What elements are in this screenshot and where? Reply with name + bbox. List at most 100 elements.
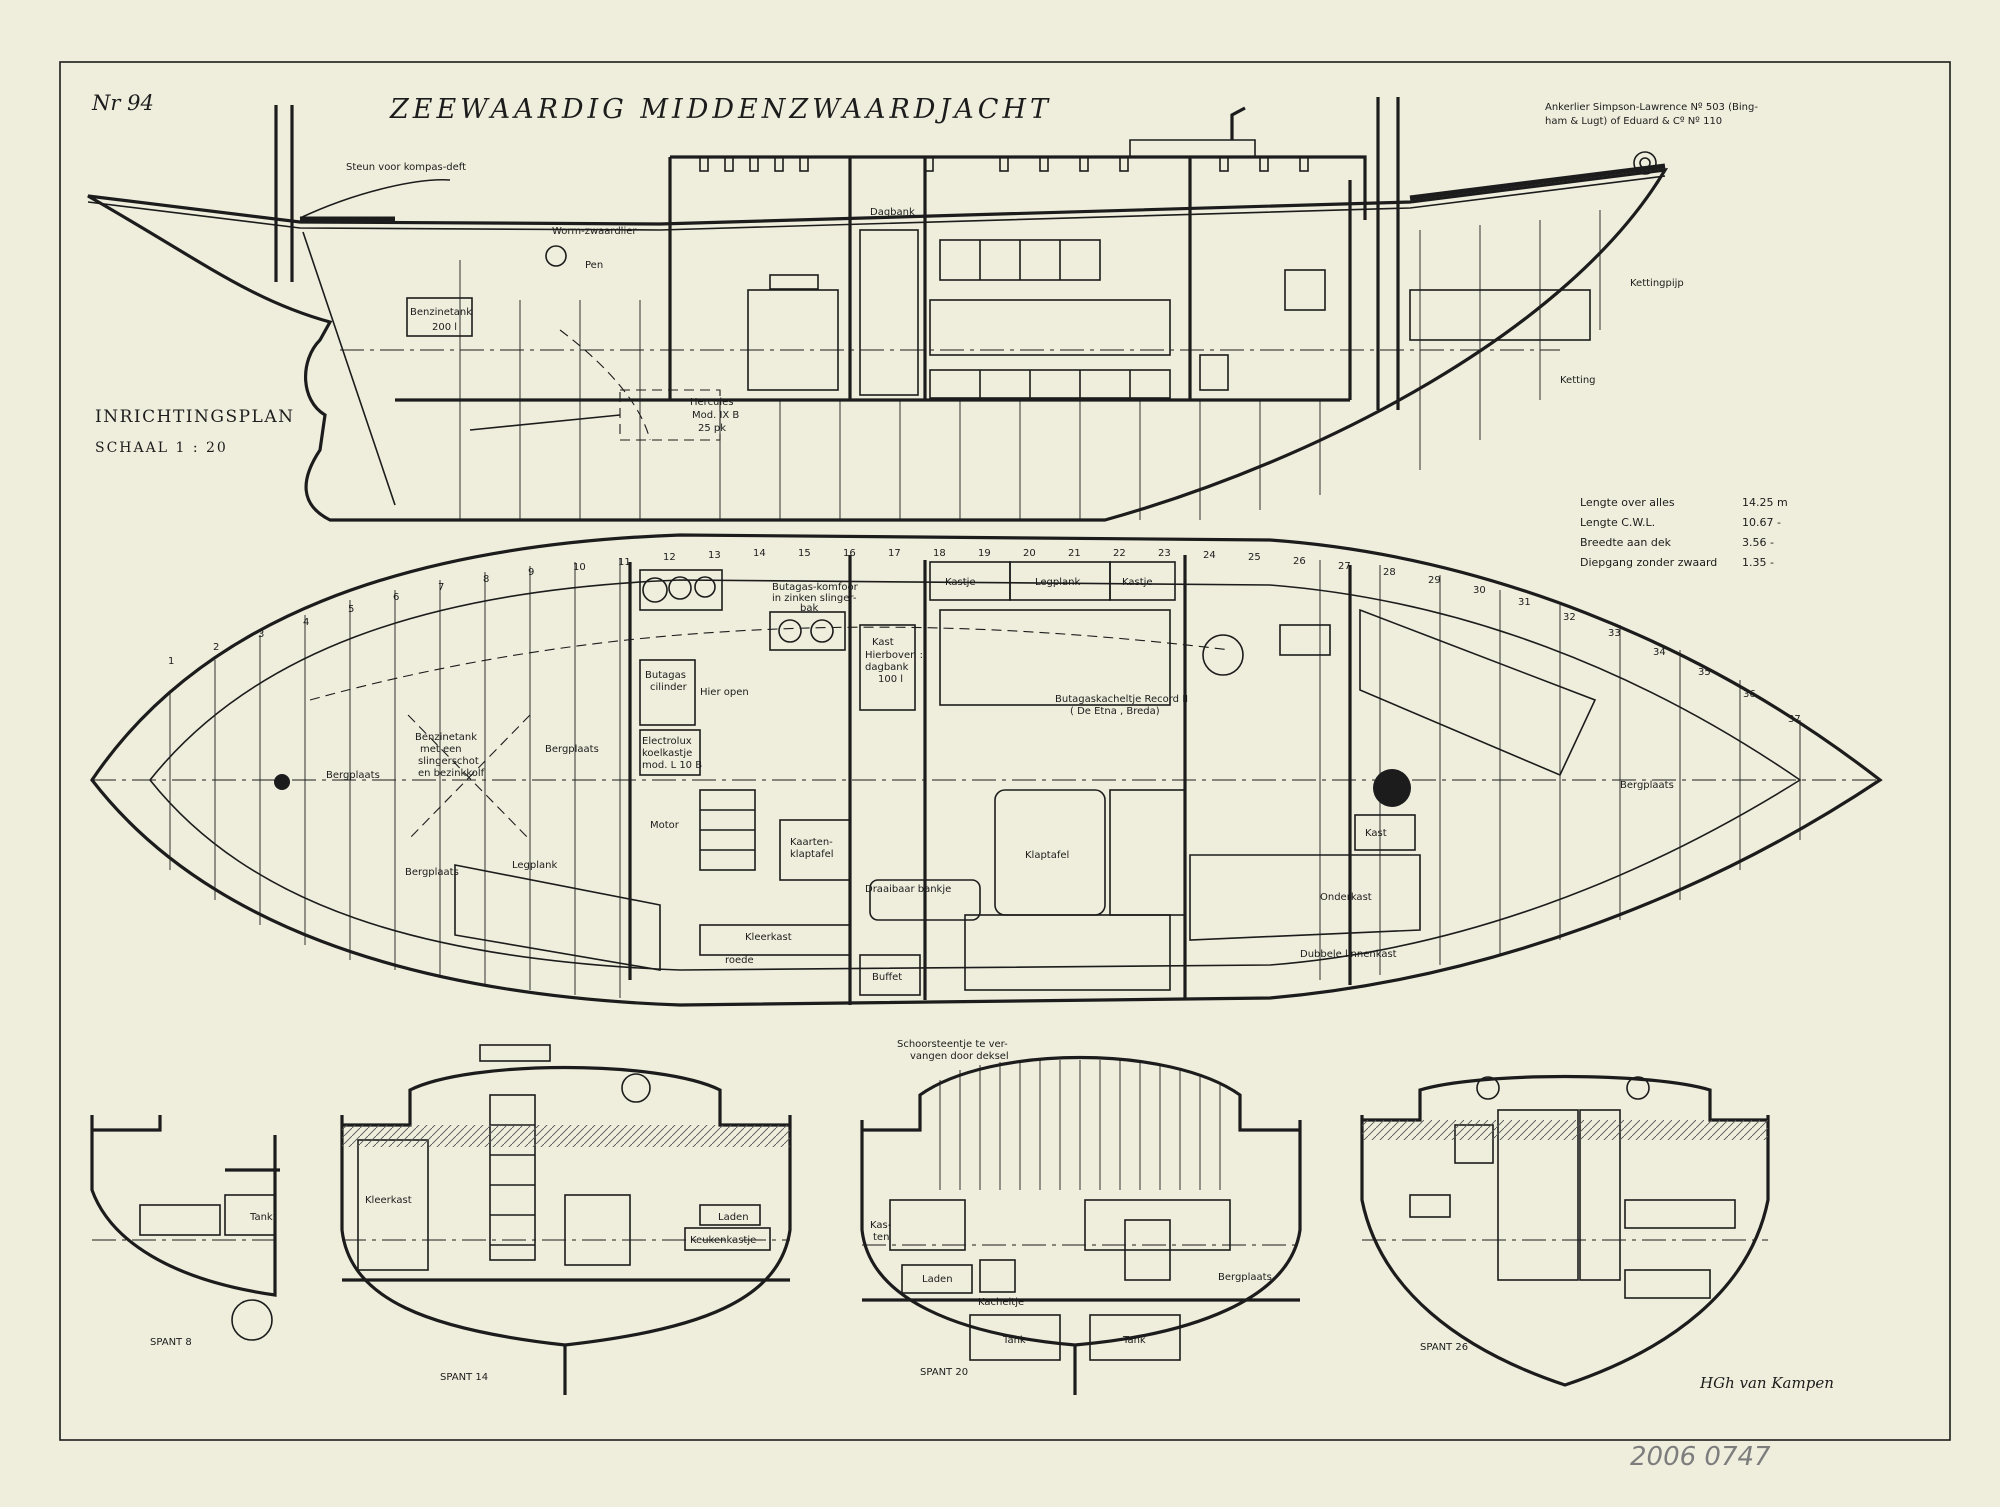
plan-komfoor-2: in zinken slinger- — [772, 593, 857, 604]
frame-number: 29 — [1428, 575, 1441, 586]
profile-benzinetank-label-2: 200 l — [432, 322, 457, 333]
frame-number: 24 — [1203, 550, 1216, 561]
frame-number: 19 — [978, 548, 991, 559]
frame-number: 26 — [1293, 556, 1306, 567]
frame-number: 25 — [1248, 552, 1261, 563]
profile-tiller — [299, 178, 451, 219]
plan-bergplaats-fwd: Bergplaats — [1620, 780, 1674, 791]
plan-settee-port — [939, 609, 1171, 706]
profile-prop-shaft — [469, 414, 621, 431]
plan-settee-inner — [1109, 789, 1186, 916]
spant-20-tank-right-label: Tank — [1122, 1335, 1146, 1346]
plan-stove — [769, 611, 846, 651]
plan-butagas-2: cilinder — [650, 682, 688, 693]
spant-14-kleerkast-label: Kleerkast — [365, 1195, 412, 1206]
spant-20-tank-left — [969, 1314, 1061, 1361]
spant-14-laden-label: Laden — [718, 1212, 749, 1223]
spant-20-laden-label: Laden — [922, 1274, 953, 1285]
profile-sheer-inner — [87, 175, 1666, 231]
frame-number: 12 — [663, 552, 676, 563]
spant-26-berth-lower — [1624, 1269, 1711, 1299]
profile-engine — [619, 389, 721, 441]
frame-number: 22 — [1113, 548, 1126, 559]
dim-label-3: Breedte aan dek — [1580, 536, 1672, 549]
plan-gas-cylinder — [639, 659, 696, 726]
frame-number: 18 — [933, 548, 946, 559]
profile-fuel-tank — [406, 297, 473, 337]
profile-hercules-label-2: Mod. IX B — [692, 410, 739, 421]
profile-cabin-windows — [699, 156, 1309, 172]
profile-porthole-aft — [545, 245, 567, 267]
section-spant-8: Tank SPANT 8 — [90, 1115, 280, 1348]
spant-20-laden — [901, 1264, 973, 1294]
plan-motor: Motor — [650, 820, 680, 831]
frame-number: 31 — [1518, 597, 1531, 608]
frame-number: 7 — [438, 582, 444, 593]
spant-26-porthole-right — [1626, 1076, 1650, 1100]
profile-benzinetank-label-1: Benzinetank — [410, 307, 472, 318]
plan-butagas-1: Butagas — [645, 670, 686, 681]
profile-main-mast — [1376, 97, 1400, 410]
profile-pen-label: Pen — [585, 260, 603, 271]
spant-20-kasten-1: Kas- — [870, 1220, 892, 1231]
dim-value-4: 1.35 - — [1742, 556, 1774, 569]
spant-8-name: SPANT 8 — [150, 1337, 192, 1348]
plan-komfoor-1: Butagas-komfoor — [772, 582, 859, 593]
profile-view: Benzinetank 200 l Hercules Mod. IX B 25 … — [87, 97, 1684, 522]
spant-26-berth-upper — [1624, 1199, 1736, 1229]
profile-basin — [1284, 269, 1326, 311]
plan-starboard-berth — [1189, 854, 1421, 941]
profile-doghouse — [1129, 139, 1256, 157]
dim-label-1: Lengte over alles — [1580, 496, 1675, 509]
plan-swivel-stool — [869, 879, 981, 921]
spant-20-note-2: vangen door deksel — [910, 1051, 1009, 1062]
windlass-note-1: Ankerlier Simpson-Lawrence Nº 503 (Bing- — [1545, 102, 1758, 113]
plan-roede: roede — [725, 955, 754, 966]
spant-20-note-1: Schoorsteentje te ver- — [897, 1039, 1008, 1050]
profile-centerboard — [559, 329, 651, 441]
dimensions-table: Lengte over alles 14.25 m Lengte C.W.L. … — [1580, 496, 1788, 569]
plan-bergplaats-aft: Bergplaats — [326, 770, 380, 781]
plan-toilet — [1202, 634, 1244, 676]
section-spant-26: SPANT 26 — [1360, 1074, 1770, 1387]
plan-kast — [859, 624, 916, 711]
frame-number: 8 — [483, 574, 489, 585]
profile-bow-rail — [1409, 163, 1666, 201]
profile-stove — [769, 274, 819, 290]
scale-label: SCHAAL 1 : 20 — [95, 440, 228, 456]
plan-frame-numbers: 1 2 3 4 5 6 7 8 9 10 11 12 13 14 15 16 1… — [168, 548, 1801, 725]
spant-14-cupboard — [564, 1194, 631, 1266]
profile-dagbank-label: Dagbank — [870, 207, 915, 218]
dim-value-3: 3.56 - — [1742, 536, 1774, 549]
profile-bow-fairlead — [1633, 151, 1657, 175]
profile-ketting-label: Ketting — [1560, 375, 1596, 386]
spant-26-porthole-left — [1476, 1076, 1500, 1100]
plan-kastje-b-label: Kastje — [1122, 577, 1153, 588]
frame-number: 37 — [1788, 714, 1801, 725]
spant-8-deck — [92, 1115, 280, 1172]
spant-20-kacheltje-label: Kacheltje — [978, 1297, 1024, 1308]
plan-electrolux-3: mod. L 10 B — [642, 760, 702, 771]
frame-number: 13 — [708, 550, 721, 561]
plan-chart-table — [779, 819, 851, 881]
spant-14-keukenkastje — [684, 1227, 771, 1251]
spant-20-bulkhead-planking — [939, 1060, 1221, 1190]
plan-electrolux-1: Electrolux — [642, 736, 692, 747]
plan-sink — [639, 569, 723, 611]
plan-kaartentafel-2: klaptafel — [790, 849, 834, 860]
plan-komfoor-3: bak — [800, 603, 818, 614]
spant-8-tank — [224, 1194, 276, 1236]
plan-kast-fwd — [1354, 814, 1416, 851]
spant-14-ladder — [489, 1094, 536, 1261]
plan-kast-4: 100 l — [878, 674, 903, 685]
profile-settee — [929, 299, 1171, 356]
frame-number: 9 — [528, 567, 534, 578]
spant-14-porthole — [621, 1073, 651, 1103]
profile-hercules-label-1: Hercules — [690, 397, 734, 408]
profile-cabin-trunk — [668, 155, 1367, 225]
plan-kleerkast — [699, 924, 851, 956]
spant-20-settee-port — [889, 1199, 966, 1251]
spant-20-name: SPANT 20 — [920, 1367, 968, 1378]
